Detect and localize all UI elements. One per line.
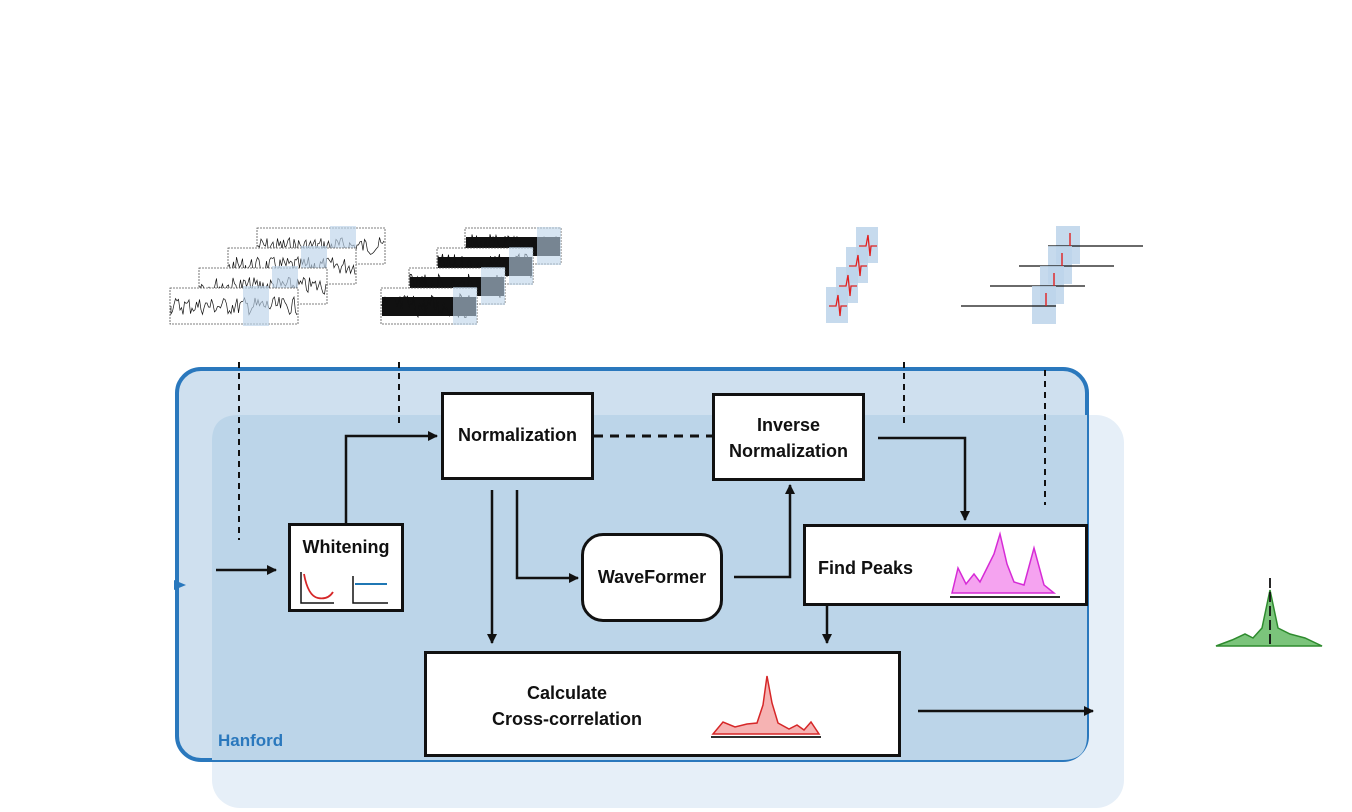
- find-peaks-block[interactable]: Find Peaks: [803, 524, 1088, 606]
- waveformer-block[interactable]: WaveFormer: [581, 533, 723, 622]
- arrow-waveformer-to-inverse: [734, 484, 795, 579]
- arrow-inverse-to-findpeaks: [878, 436, 970, 521]
- inverse-normalization-block[interactable]: Inverse Normalization: [712, 393, 865, 481]
- inverse-normalization-label: Inverse Normalization: [728, 415, 848, 461]
- whitening-block[interactable]: Whitening: [288, 523, 404, 612]
- normalization-label: Normalization: [457, 425, 577, 445]
- denoised-spike-stack-icon: [826, 227, 878, 323]
- input-arrow-marker: [174, 580, 186, 590]
- arrow-normalization-to-waveformer: [515, 490, 579, 583]
- waveformer-label: WaveFormer: [597, 567, 707, 587]
- inverse-normalized-stack-icon: [961, 226, 1143, 324]
- output-peak-icon: [1215, 578, 1323, 647]
- normalization-block[interactable]: Normalization: [441, 392, 594, 480]
- normalized-strain-stack-icon: [380, 227, 562, 325]
- cross-correlation-label: Calculate Cross-correlation: [491, 683, 643, 729]
- raw-strain-stack-icon: [169, 226, 386, 326]
- whitening-curve-icon: [300, 572, 334, 604]
- cross-correlation-plot-icon: [711, 675, 821, 738]
- find-peaks-plot-icon: [950, 531, 1060, 598]
- find-peaks-label: Find Peaks: [818, 558, 914, 578]
- arrow-whitening-to-normalization: [344, 431, 438, 523]
- cross-correlation-block[interactable]: Calculate Cross-correlation: [424, 651, 901, 757]
- whitening-flat-icon: [352, 576, 388, 604]
- region-label: Hanford: [218, 731, 284, 750]
- whitening-label: Whitening: [302, 537, 390, 557]
